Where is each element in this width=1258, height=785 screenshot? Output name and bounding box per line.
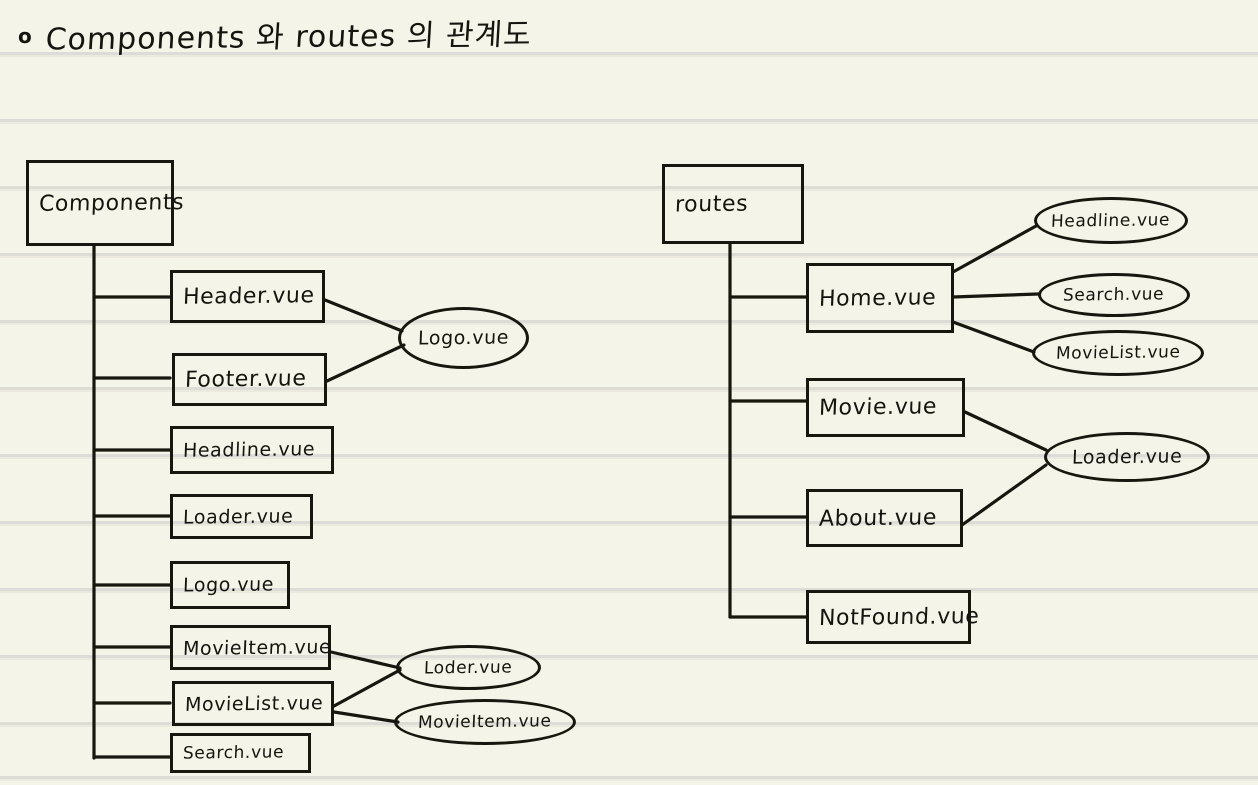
node-headline-vue-ellipse[interactable]: Headline.vue [1034,197,1188,244]
node-label: Home.vue [818,284,937,312]
node-label: MovieItem.vue [417,711,553,733]
bullet-marker: o [18,24,32,48]
page-title: o Components 와 routes 의 관계도 [18,12,533,57]
node-headline-vue-box[interactable]: Headline.vue [170,426,334,474]
node-label: Search.vue [1063,284,1165,306]
link-home-movielist [951,320,1036,354]
link-movielist-loder [332,668,402,708]
node-label: MovieList.vue [1055,342,1181,364]
node-search-vue-ellipse[interactable]: Search.vue [1038,273,1190,317]
link-movieitem-loder [329,650,402,670]
node-label: routes [674,191,749,217]
node-movielist-vue-ellipse[interactable]: MovieList.vue [1032,330,1204,376]
node-header-vue[interactable]: Header.vue [170,270,325,323]
link-movie-loader [963,410,1048,452]
link-footer-logo [325,343,406,383]
node-components-root[interactable]: Components [26,160,185,246]
node-label: Loder.vue [423,656,514,679]
node-notfound-vue[interactable]: NotFound.vue [806,590,980,644]
node-label: Search.vue [182,742,285,764]
node-label: About.vue [818,504,938,532]
node-about-vue[interactable]: About.vue [806,489,963,547]
node-logo-vue-ellipse[interactable]: Logo.vue [398,307,529,369]
link-home-search [951,292,1040,299]
node-loder-vue-ellipse[interactable]: Loder.vue [396,645,541,690]
link-about-loader [960,463,1048,527]
link-header-logo [323,298,404,333]
node-footer-vue[interactable]: Footer.vue [172,353,327,406]
node-label: Header.vue [182,283,316,310]
node-movieitem-vue-box[interactable]: MovieItem.vue [170,625,332,670]
link-home-headline [951,224,1038,274]
node-label: MovieList.vue [184,691,324,716]
link-movielist-movieitem [332,710,400,724]
node-label: Logo.vue [417,326,510,350]
node-movieitem-vue-ellipse[interactable]: MovieItem.vue [394,699,576,745]
node-label: Movie.vue [818,394,938,421]
node-label: Headline.vue [182,438,316,462]
node-logo-vue-box[interactable]: Logo.vue [170,561,290,609]
node-label: Loader.vue [182,504,294,529]
node-home-vue[interactable]: Home.vue [806,263,954,333]
node-search-vue-box[interactable]: Search.vue [170,733,311,773]
node-label: NotFound.vue [818,603,980,631]
node-loader-vue-box[interactable]: Loader.vue [170,494,313,539]
node-movie-vue[interactable]: Movie.vue [806,378,965,437]
node-label: Logo.vue [182,573,275,597]
node-loader-vue-ellipse[interactable]: Loader.vue [1044,432,1210,482]
node-label: Headline.vue [1051,209,1171,232]
node-label: Footer.vue [184,366,308,393]
node-label: Loader.vue [1071,445,1183,469]
node-routes-root[interactable]: routes [662,164,804,244]
node-label: Components [38,189,185,217]
node-label: MovieItem.vue [182,635,332,660]
node-movielist-vue-box[interactable]: MovieList.vue [172,681,334,726]
